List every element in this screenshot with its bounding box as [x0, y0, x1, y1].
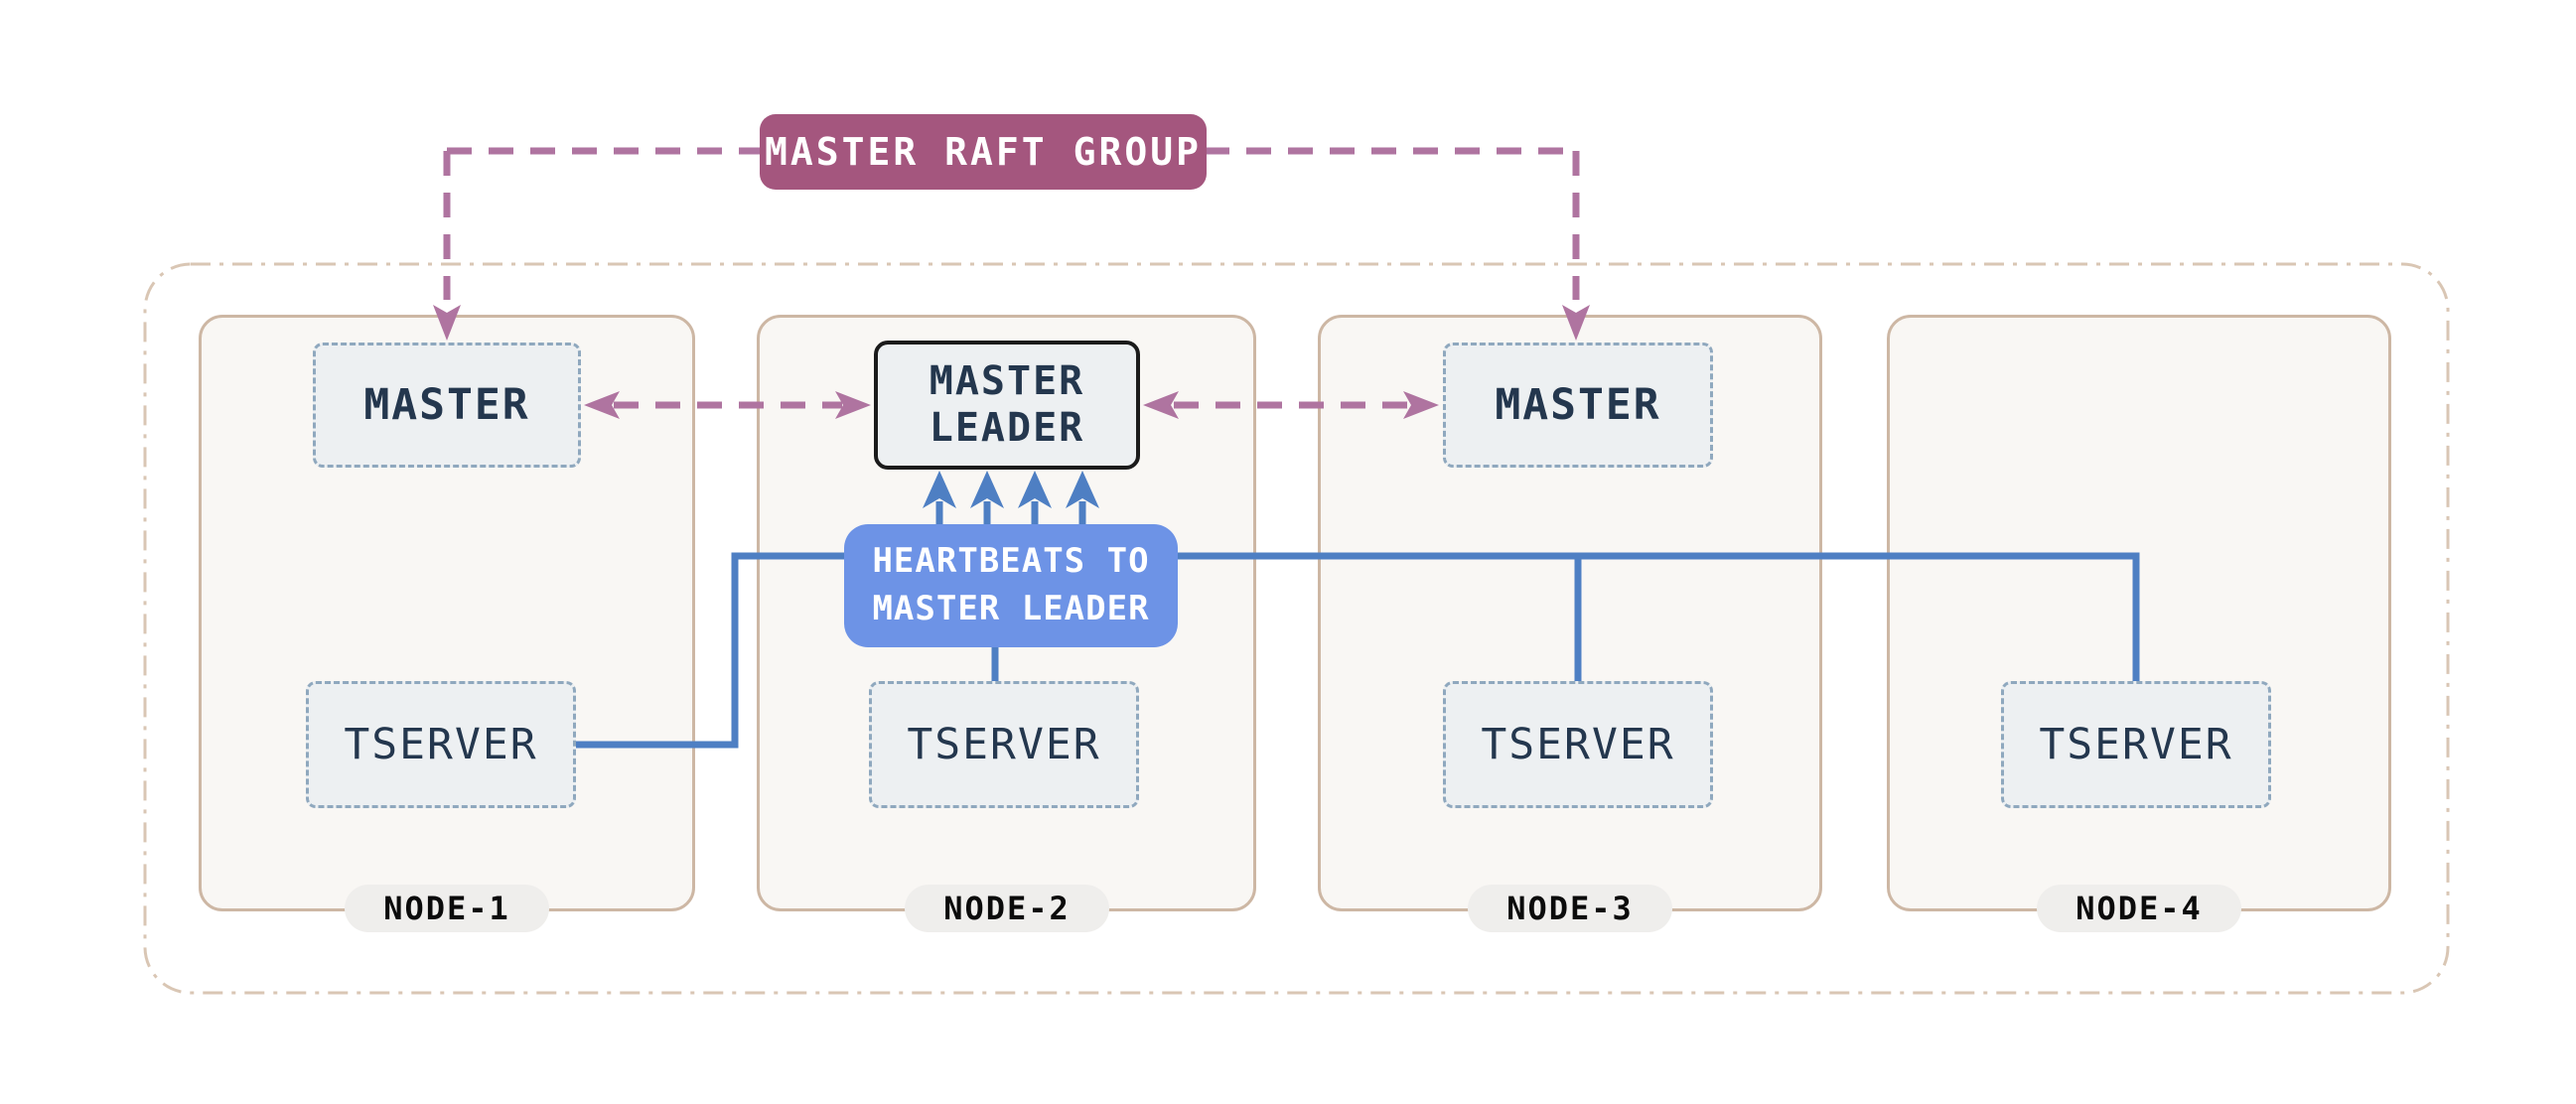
arrowhead-left-into-master-1	[584, 391, 620, 419]
heartbeat-arrowhead-3	[1018, 471, 1052, 508]
arrowhead-down-master-1	[433, 305, 461, 341]
master-raft-group-label: MASTER RAFT GROUP	[760, 114, 1207, 190]
arrowhead-right-into-master-3	[1403, 391, 1439, 419]
node-4-badge: NODE-4	[2037, 885, 2241, 932]
heartbeats-to-master-leader-label: HEARTBEATS TO MASTER LEADER	[844, 524, 1178, 647]
node-1-badge: NODE-1	[345, 885, 549, 932]
outer-cluster-border	[143, 262, 2450, 995]
node-2-badge: NODE-2	[905, 885, 1109, 932]
node-3-badge: NODE-3	[1468, 885, 1672, 932]
arrowhead-right-into-leader	[835, 391, 871, 419]
heartbeat-line-tserver-1	[576, 552, 844, 749]
tserver-box-node-1: TSERVER	[306, 681, 576, 808]
heartbeat-arrowhead-4	[1066, 471, 1099, 508]
tserver-box-node-2: TSERVER	[869, 681, 1139, 808]
heartbeat-arrowhead-2	[970, 471, 1004, 508]
heartbeat-arrowhead-1	[923, 471, 956, 508]
tserver-box-node-3: TSERVER	[1443, 681, 1713, 808]
arrowhead-down-master-3	[1562, 305, 1590, 341]
heartbeat-trunk-right	[1178, 552, 2140, 681]
arrowhead-left-into-leader	[1143, 391, 1179, 419]
tserver-box-node-4: TSERVER	[2001, 681, 2271, 808]
master-box-node-3: MASTER	[1443, 343, 1713, 468]
master-leader-box-node-2: MASTER LEADER	[874, 341, 1140, 470]
master-box-node-1: MASTER	[313, 343, 581, 468]
